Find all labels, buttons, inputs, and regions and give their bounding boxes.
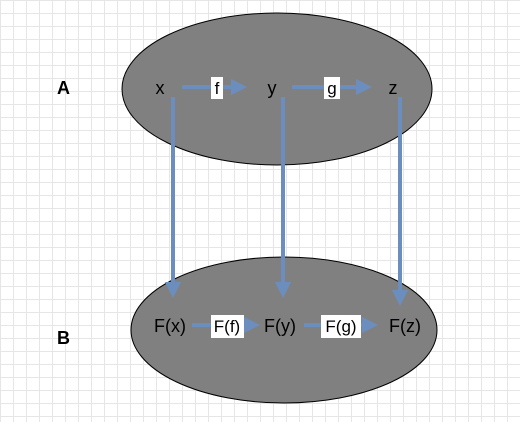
object-fy: F(y) (264, 316, 296, 336)
object-y: y (268, 78, 277, 98)
morphism-fg-label: F(g) (325, 317, 356, 336)
category-b-label: B (57, 328, 70, 348)
label-bg-ff (211, 315, 244, 338)
category-a-ellipse (121, 12, 433, 166)
morphism-ff-label: F(f) (214, 317, 240, 336)
object-fx: F(x) (154, 316, 186, 336)
label-bg-fg (321, 315, 361, 338)
label-bg-g (324, 77, 340, 99)
object-fz: F(z) (389, 316, 421, 336)
category-a-label: A (57, 78, 70, 98)
object-z: z (389, 78, 398, 98)
morphism-g-label: g (327, 79, 336, 98)
morphism-f-label: f (215, 79, 220, 98)
object-x: x (156, 78, 165, 98)
label-bg-f (211, 77, 223, 99)
